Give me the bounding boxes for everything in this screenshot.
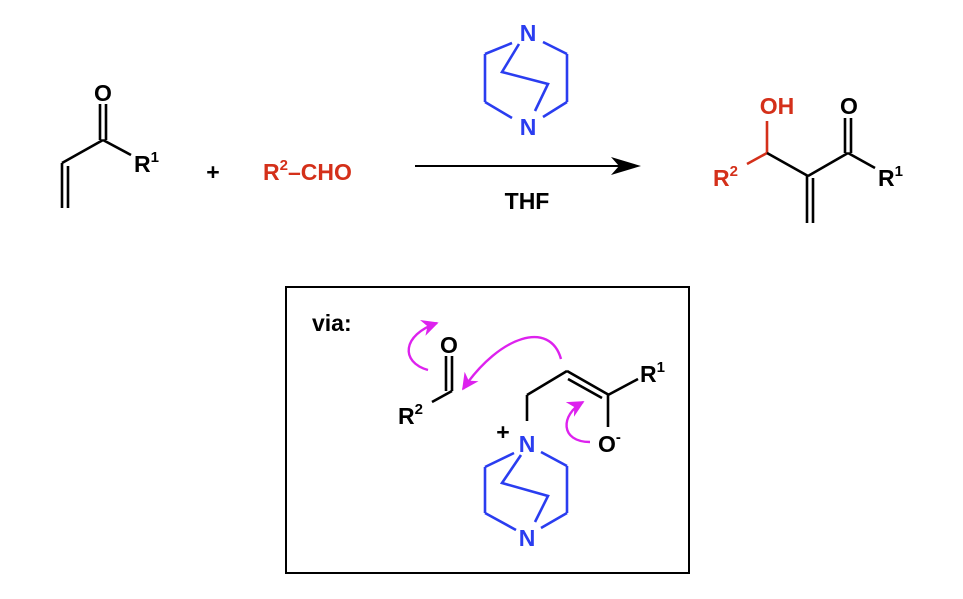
reaction-arrow — [415, 157, 641, 175]
positive-charge: + — [496, 419, 509, 445]
nitrogen-top-label: N — [520, 20, 537, 46]
reactant-vinyl-ketone: O R1 — [60, 80, 159, 208]
r1-label: R1 — [134, 149, 159, 177]
product-r1-label: R1 — [878, 163, 903, 191]
product-carbonyl-oxygen-label: O — [840, 93, 858, 119]
product: OH O R2 R1 — [713, 93, 903, 223]
aldehyde-formula: R2–CHO — [263, 157, 352, 185]
hydroxyl-label: OH — [760, 93, 795, 119]
curved-arrow-oxide-to-alkene — [565, 400, 591, 444]
carbonyl-oxygen-label: O — [94, 80, 112, 106]
mechanism-box: via: O R2 R1 O- + N N — [285, 286, 690, 574]
aldehyde-r2-label: R2 — [398, 401, 423, 429]
curved-arrow-carbonyl-to-oxygen — [407, 319, 439, 372]
aldehyde-oxygen-label: O — [440, 332, 458, 358]
plus-sign: + — [206, 159, 219, 185]
curved-arrow-alkene-to-carbonyl — [462, 335, 563, 391]
dabco-catalyst: N N — [483, 20, 569, 140]
via-label: via: — [312, 310, 352, 336]
product-r2-label: R2 — [713, 163, 738, 191]
ammonium-nitrogen-label: N — [519, 431, 536, 457]
enolate-r1-label: R1 — [640, 359, 665, 387]
amine-nitrogen-label: N — [519, 525, 536, 551]
enolate-oxygen-label: O- — [598, 429, 621, 457]
solvent-label: THF — [505, 188, 550, 214]
nitrogen-bottom-label: N — [520, 114, 537, 140]
